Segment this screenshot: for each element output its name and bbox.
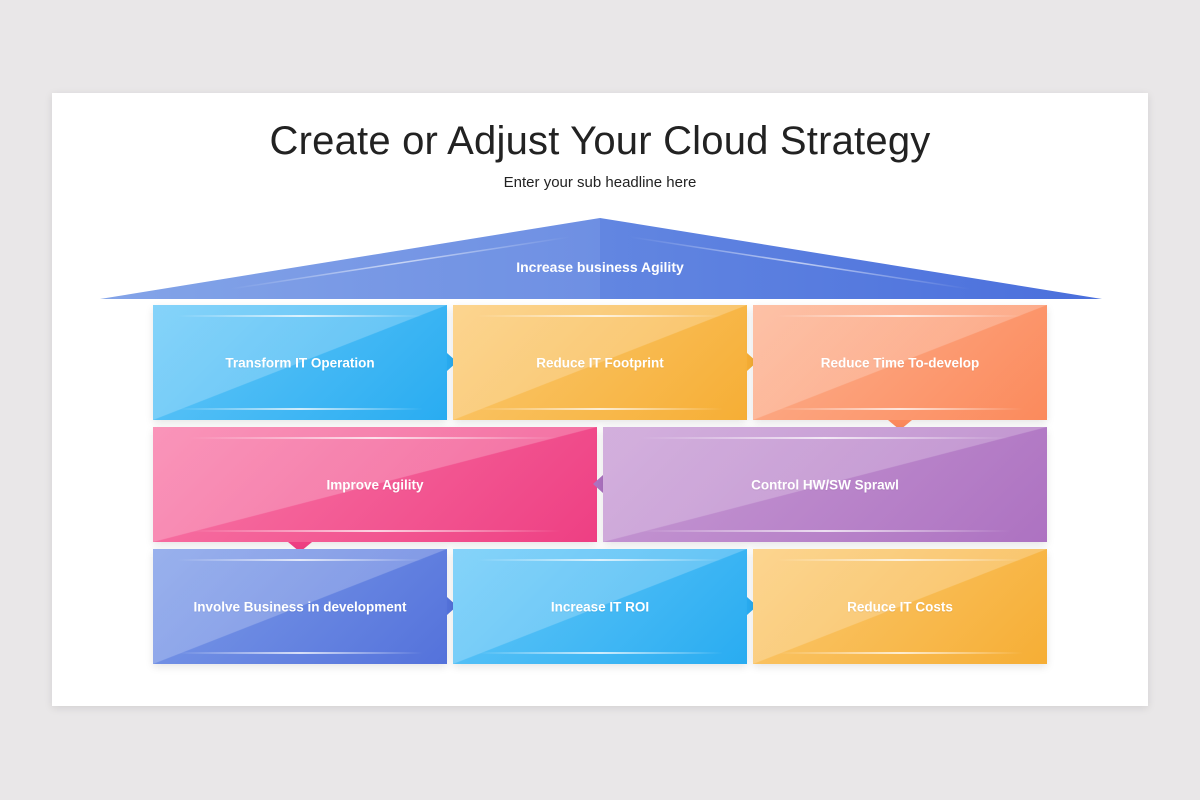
arrow-right-icon xyxy=(747,597,757,615)
slide-title: Create or Adjust Your Cloud Strategy xyxy=(269,119,931,163)
box-label: Involve Business in development xyxy=(193,599,407,614)
box-label: Increase IT ROI xyxy=(550,599,650,614)
roof-label: Increase business Agility xyxy=(516,259,684,275)
box-label: Reduce IT Footprint xyxy=(536,355,664,370)
arrow-right-icon xyxy=(447,597,457,615)
box-label: Reduce IT Costs xyxy=(847,599,953,614)
box-label: Transform IT Operation xyxy=(225,355,375,370)
box-improve-agility: Improve Agility xyxy=(153,427,597,542)
box-transform-it-operation: Transform IT Operation xyxy=(153,305,447,420)
arrow-right-icon xyxy=(747,353,757,371)
slide: Create or Adjust Your Cloud Strategy Ent… xyxy=(52,93,1148,706)
arrow-left-icon xyxy=(593,475,603,493)
arrow-down-icon xyxy=(888,420,912,430)
roof-triangle xyxy=(100,218,1102,299)
box-label: Improve Agility xyxy=(326,477,424,492)
box-reduce-it-footprint: Reduce IT Footprint xyxy=(453,305,747,420)
box-increase-it-roi: Increase IT ROI xyxy=(453,549,747,664)
arrow-down-icon xyxy=(288,542,312,552)
arrow-right-icon xyxy=(447,353,457,371)
box-label: Reduce Time To-develop xyxy=(820,355,980,370)
box-control-hw-sw-sprawl: Control HW/SW Sprawl xyxy=(603,427,1047,542)
box-reduce-it-costs: Reduce IT Costs xyxy=(753,549,1047,664)
box-involve-business-in-development: Involve Business in development xyxy=(153,549,447,664)
box-reduce-time-to-develop: Reduce Time To-develop xyxy=(753,305,1047,420)
slide-subtitle: Enter your sub headline here xyxy=(503,174,697,191)
box-label: Control HW/SW Sprawl xyxy=(751,477,899,492)
